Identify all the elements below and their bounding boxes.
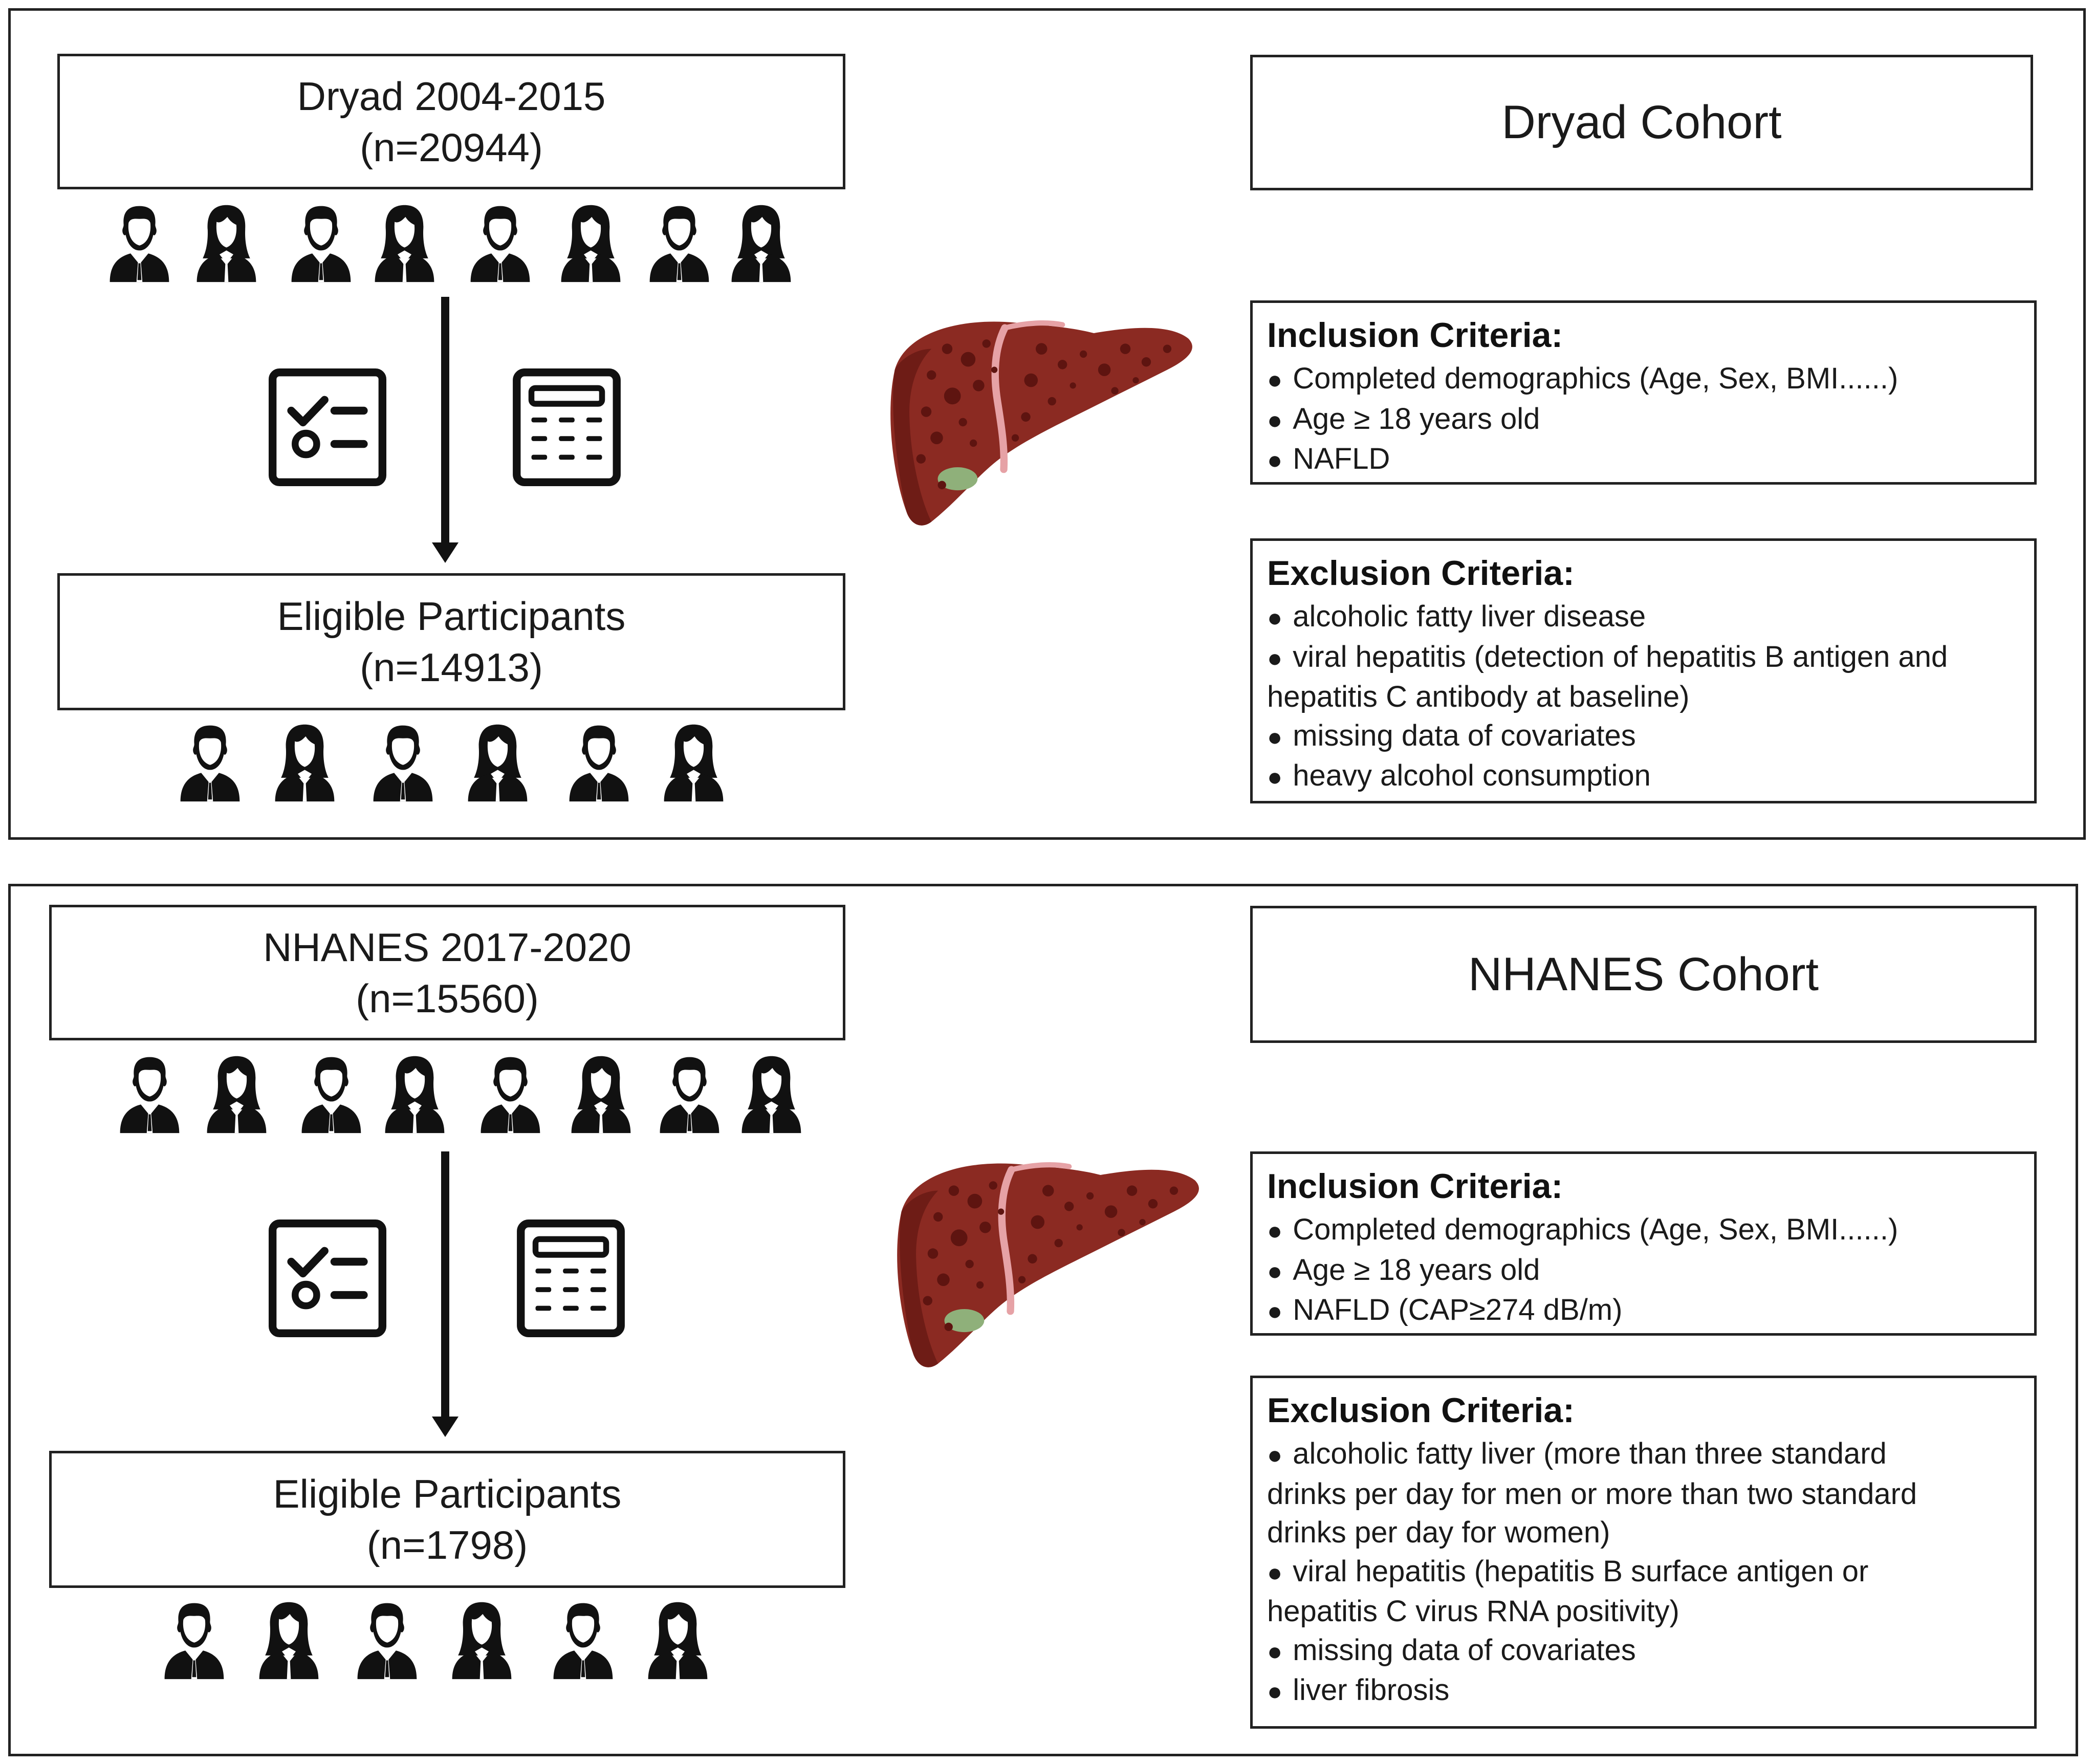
liver-icon — [879, 1154, 1207, 1374]
dryad-eligible-title: Eligible Participants — [277, 594, 626, 639]
male-person-icon — [564, 722, 634, 802]
inclusion-heading: Inclusion Criteria: — [1267, 1167, 1563, 1206]
inclusion-heading: Inclusion Criteria: — [1267, 316, 1563, 355]
inclusion-item: ●NAFLD (CAP≥274 dB/m) — [1267, 1293, 1623, 1326]
nhanes-eligible-count: (n=1798) — [366, 1522, 528, 1567]
nhanes-inclusion-box: Inclusion Criteria: ●Completed demograph… — [1250, 1151, 2037, 1336]
people-row-nhanes-source — [115, 1053, 816, 1138]
nhanes-eligible-box: Eligible Participants (n=1798) — [49, 1451, 845, 1588]
female-person-icon — [643, 1599, 712, 1680]
male-person-icon — [549, 1599, 618, 1680]
nhanes-exclusion-box: Exclusion Criteria: ●alcoholic fatty liv… — [1250, 1376, 2037, 1729]
inclusion-item: ●Age ≥ 18 years old — [1267, 402, 1540, 435]
inclusion-item: ●Completed demographics (Age, Sex, BMI..… — [1267, 1213, 1898, 1246]
dryad-cohort-title: Dryad Cohort — [1501, 96, 1782, 148]
calculator-icon — [512, 368, 622, 486]
nhanes-cohort-box: NHANES Cohort — [1250, 906, 2037, 1043]
exclusion-item: ●alcoholic fatty liver (more than three … — [1267, 1437, 1887, 1470]
people-row-dryad-eligible — [176, 722, 738, 806]
female-person-icon — [447, 1599, 516, 1680]
dryad-source-box: Dryad 2004-2015 (n=20944) — [57, 54, 845, 189]
exclusion-item: ●missing data of covariates — [1267, 718, 1636, 752]
female-person-icon — [556, 202, 625, 283]
dryad-source-title: Dryad 2004-2015 — [297, 73, 606, 119]
checklist-icon — [269, 368, 386, 486]
exclusion-item: ●heavy alcohol consumption — [1267, 759, 1651, 792]
female-person-icon — [380, 1053, 449, 1134]
male-person-icon — [368, 722, 438, 802]
inclusion-item: ●Completed demographics (Age, Sex, BMI..… — [1267, 362, 1898, 395]
calculator-icon — [516, 1219, 626, 1337]
male-person-icon — [353, 1599, 422, 1680]
exclusion-item: ●viral hepatitis (detection of hepatitis… — [1267, 640, 1948, 673]
checklist-icon — [269, 1219, 386, 1337]
female-person-icon — [659, 722, 728, 802]
female-person-icon — [370, 202, 439, 283]
male-person-icon — [160, 1599, 229, 1680]
exclusion-heading: Exclusion Criteria: — [1267, 1391, 1575, 1430]
exclusion-heading: Exclusion Criteria: — [1267, 554, 1575, 593]
male-person-icon — [105, 202, 174, 283]
dryad-eligible-count: (n=14913) — [360, 645, 543, 690]
female-person-icon — [254, 1599, 323, 1680]
nhanes-source-count: (n=15560) — [356, 975, 539, 1021]
exclusion-item-continued: hepatitis C virus RNA positivity) — [1267, 1595, 1679, 1628]
female-person-icon — [202, 1053, 271, 1134]
male-person-icon — [115, 1053, 184, 1134]
female-person-icon — [566, 1053, 636, 1134]
male-person-icon — [645, 202, 714, 283]
nhanes-eligible-title: Eligible Participants — [273, 1471, 622, 1516]
female-person-icon — [727, 202, 796, 283]
male-person-icon — [476, 1053, 545, 1134]
dryad-exclusion-box: Exclusion Criteria: ●alcoholic fatty liv… — [1250, 538, 2037, 803]
dryad-cohort-box: Dryad Cohort — [1250, 55, 2033, 190]
liver-icon — [872, 312, 1200, 532]
exclusion-item-continued: drinks per day for men or more than two … — [1267, 1477, 1917, 1511]
people-row-nhanes-eligible — [160, 1599, 723, 1684]
exclusion-item: ●missing data of covariates — [1267, 1633, 1636, 1667]
dryad-source-count: (n=20944) — [360, 124, 543, 170]
male-person-icon — [176, 722, 245, 802]
dryad-eligible-box: Eligible Participants (n=14913) — [57, 573, 845, 710]
female-person-icon — [192, 202, 261, 283]
flow-arrow — [432, 1151, 459, 1437]
exclusion-item-continued: drinks per day for women) — [1267, 1516, 1610, 1549]
inclusion-item: ●Age ≥ 18 years old — [1267, 1253, 1540, 1287]
inclusion-item: ●NAFLD — [1267, 442, 1390, 475]
male-person-icon — [297, 1053, 366, 1134]
male-person-icon — [466, 202, 535, 283]
female-person-icon — [737, 1053, 806, 1134]
nhanes-source-title: NHANES 2017-2020 — [263, 924, 631, 970]
male-person-icon — [287, 202, 356, 283]
exclusion-item: ●viral hepatitis (hepatitis B surface an… — [1267, 1554, 1869, 1588]
nhanes-source-box: NHANES 2017-2020 (n=15560) — [49, 905, 845, 1040]
dryad-inclusion-box: Inclusion Criteria: ●Completed demograph… — [1250, 300, 2037, 485]
male-person-icon — [655, 1053, 724, 1134]
female-person-icon — [463, 722, 532, 802]
female-person-icon — [270, 722, 339, 802]
exclusion-item: ●alcoholic fatty liver disease — [1267, 600, 1646, 633]
exclusion-item-continued: hepatitis C antibody at baseline) — [1267, 680, 1690, 713]
flow-arrow — [432, 297, 459, 563]
people-row-dryad-source — [105, 202, 806, 287]
exclusion-item: ●liver fibrosis — [1267, 1673, 1450, 1707]
nhanes-cohort-title: NHANES Cohort — [1468, 948, 1819, 1000]
